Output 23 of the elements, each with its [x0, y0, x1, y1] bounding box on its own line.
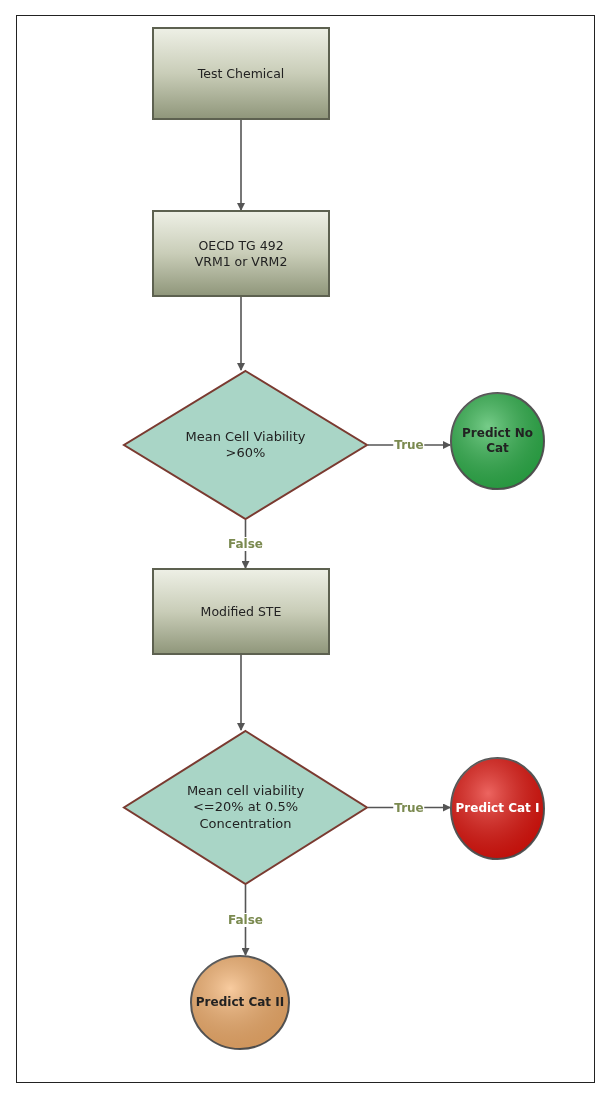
- edge-label: False: [227, 537, 264, 551]
- result-circle: [450, 392, 545, 490]
- step-text: Modified STE: [200, 603, 282, 620]
- decision-diamond: [123, 730, 368, 885]
- process-box: [152, 27, 330, 120]
- edge-label: True: [393, 800, 425, 815]
- process-box: [152, 210, 330, 297]
- result-text: Predict Cat I: [455, 801, 540, 816]
- condition-text: Mean Cell Viability >60%: [184, 428, 307, 462]
- result-text: Predict Cat II: [195, 995, 285, 1010]
- arrow: [237, 654, 245, 731]
- result-circle: [190, 955, 290, 1050]
- process-box: [152, 568, 330, 655]
- arrow: [237, 296, 245, 371]
- decision-diamond: [123, 370, 368, 520]
- result-circle: [450, 757, 545, 860]
- edge-label: False: [227, 913, 264, 927]
- condition-text: Mean cell viability <=20% at 0.5% Concentration: [185, 783, 306, 832]
- step-text: Test Chemical: [197, 65, 285, 82]
- arrow: [237, 119, 245, 211]
- edge-label: True: [393, 438, 425, 452]
- step-text: OECD TG 492 VRM1 or VRM2: [193, 237, 289, 270]
- result-text: Predict No Cat: [461, 426, 534, 456]
